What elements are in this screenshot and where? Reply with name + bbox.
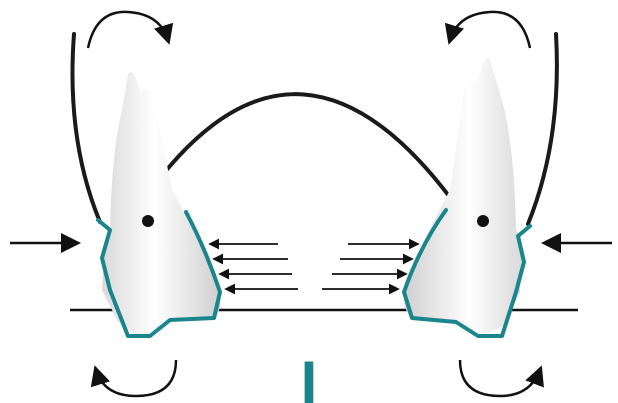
right-small-arrows xyxy=(322,238,420,295)
right-rotation-center xyxy=(477,215,489,227)
left-small-arrows xyxy=(208,238,298,295)
rotation-arrow-top-right xyxy=(444,10,532,49)
right-tooth-outline xyxy=(402,208,532,338)
left-tooth xyxy=(96,72,222,338)
left-tooth-outline xyxy=(96,210,222,338)
left-outer-wire xyxy=(70,32,102,224)
left-rotation-center xyxy=(142,215,154,227)
rotation-arrow-bottom-right xyxy=(458,359,544,398)
figure-label: I xyxy=(301,349,318,403)
right-outer-wire xyxy=(526,32,559,226)
right-tooth xyxy=(402,58,532,338)
right-tooth-body xyxy=(404,58,522,336)
rotation-arrow-top-left xyxy=(86,10,174,49)
left-tooth-body xyxy=(102,72,221,338)
rotation-arrow-bottom-left xyxy=(90,359,178,398)
archwire-arc xyxy=(158,92,454,202)
